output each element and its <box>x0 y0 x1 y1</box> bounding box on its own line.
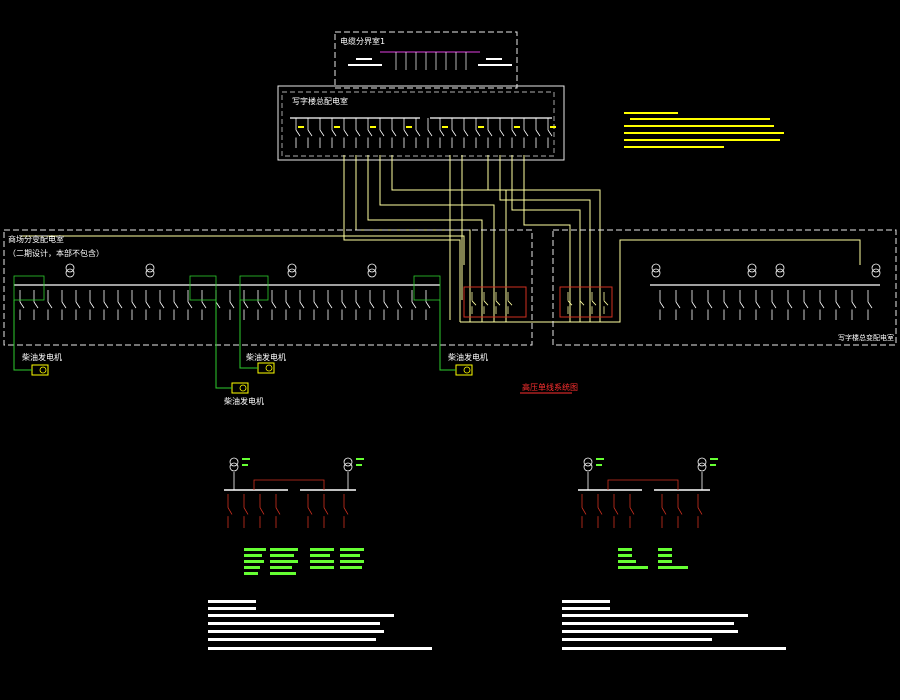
cable-box-section: 电缆分界室1 <box>334 31 518 89</box>
office-main-title: 写字楼总配电室 <box>292 96 348 106</box>
diagram-title: 高压单线系统图 <box>522 382 578 392</box>
generators <box>13 300 473 394</box>
legend-text-right <box>562 600 786 650</box>
notes-block <box>624 112 784 148</box>
mini-left-transformer-b <box>343 457 353 467</box>
mini-diagram-right <box>578 457 718 569</box>
mall-station-section: 商场分变配电室 （二期设计，本部不包含） <box>3 229 533 346</box>
mini-diagram-left <box>224 457 364 575</box>
cable-box-frame <box>334 31 518 89</box>
transformer-icon-mall-0 <box>65 263 75 273</box>
mall-bays <box>13 263 441 320</box>
legend-text-left <box>208 600 432 650</box>
mall-station-title: 商场分变配电室 <box>8 234 64 244</box>
office-main-section: 写字楼总配电室 <box>277 85 565 161</box>
mini-left-transformer-a <box>229 457 239 467</box>
cable-box-text-marks <box>348 58 512 66</box>
gen-label-4: 柴油发电机 <box>224 396 264 406</box>
transformer-icon-mall-2 <box>287 263 297 273</box>
office-station-section: 写字楼总变配电室 <box>471 229 897 346</box>
transformer-icon-office-0 <box>651 263 661 273</box>
gen-label-1: 柴油发电机 <box>22 352 62 362</box>
office-main-bays <box>295 118 556 148</box>
office-bays <box>471 263 881 320</box>
office-station-frame <box>552 229 897 346</box>
transformer-icon-mall-1 <box>145 263 155 273</box>
cable-box-title: 电缆分界室1 <box>340 36 385 46</box>
office-main-frame <box>277 85 565 161</box>
gen-label-3: 柴油发电机 <box>448 352 488 362</box>
transformer-icon-mall-3 <box>367 263 377 273</box>
office-station-title: 写字楼总变配电室 <box>838 333 894 342</box>
mini-right-transformer-b <box>697 457 707 467</box>
cable-terminations <box>463 286 613 318</box>
mini-right-transformer-a <box>583 457 593 467</box>
mall-station-frame <box>3 229 533 346</box>
gen-label-2: 柴油发电机 <box>246 352 286 362</box>
mall-station-note: （二期设计，本部不包含） <box>8 248 104 258</box>
transformer-icon-office-1 <box>747 263 757 273</box>
cable-box-drops <box>395 52 467 70</box>
transformer-icon-office-2 <box>775 263 785 273</box>
transformer-icon-office-3 <box>871 263 881 273</box>
